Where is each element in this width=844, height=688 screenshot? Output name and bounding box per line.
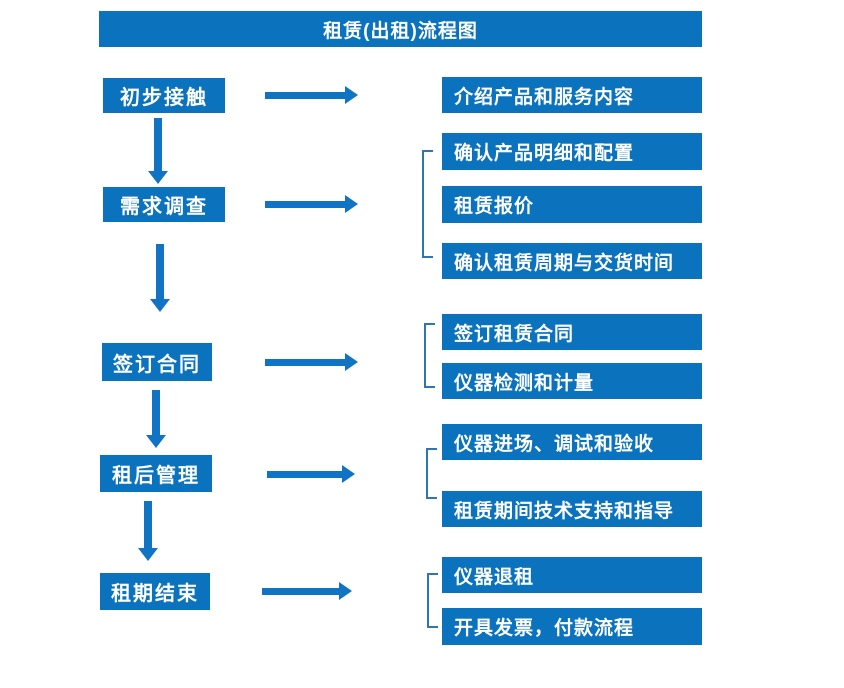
right-arrow-5-head [339, 582, 352, 600]
output-box-confirm-rental-period-delivery: 确认租赁周期与交货时间 [442, 243, 702, 279]
output-box-introduce-products-services: 介绍产品和服务内容 [442, 77, 702, 113]
down-arrow-2 [150, 244, 170, 312]
right-arrow-2 [265, 195, 358, 213]
step-box-rental-end: 租期结束 [100, 573, 210, 610]
down-arrow-2-stem [156, 244, 164, 299]
right-arrow-1-head [345, 86, 358, 104]
output-box-instrument-testing-metering: 仪器检测和计量 [442, 363, 702, 399]
down-arrow-4-head [138, 548, 158, 561]
right-arrow-4-stem [267, 470, 342, 478]
group-bracket-rental-end [427, 573, 438, 628]
group-bracket-demand-survey [422, 150, 433, 258]
down-arrow-3-head [146, 435, 166, 448]
down-arrow-1 [148, 118, 168, 184]
right-arrow-1 [265, 86, 358, 104]
right-arrow-4-head [342, 465, 355, 483]
output-box-technical-support-guidance: 租赁期间技术支持和指导 [442, 491, 702, 527]
diagram-title: 租赁(出租)流程图 [99, 11, 702, 47]
output-box-rental-quotation: 租赁报价 [442, 186, 702, 223]
right-arrow-4 [267, 465, 355, 483]
right-arrow-2-head [345, 195, 358, 213]
down-arrow-1-head [148, 171, 168, 184]
output-box-instrument-entry-debug-acceptance: 仪器进场、调试和验收 [442, 424, 702, 460]
right-arrow-1-stem [265, 91, 345, 99]
step-box-demand-survey: 需求调查 [103, 187, 225, 222]
down-arrow-4 [138, 501, 158, 561]
down-arrow-2-head [150, 299, 170, 312]
right-arrow-5-stem [262, 587, 339, 595]
output-box-sign-rental-contract: 签订租赁合同 [442, 314, 702, 350]
group-bracket-post-rental [426, 448, 437, 499]
output-box-confirm-product-details: 确认产品明细和配置 [442, 133, 702, 170]
right-arrow-3-stem [265, 358, 345, 366]
right-arrow-3 [265, 353, 358, 371]
down-arrow-1-stem [154, 118, 162, 171]
down-arrow-3 [146, 390, 166, 448]
output-box-instrument-return: 仪器退租 [442, 557, 702, 593]
step-box-initial-contact: 初步接触 [103, 78, 225, 113]
down-arrow-3-stem [152, 390, 160, 435]
step-box-sign-contract: 签订合同 [102, 343, 212, 381]
down-arrow-4-stem [144, 501, 152, 548]
group-bracket-sign-contract [424, 323, 435, 388]
right-arrow-5 [262, 582, 352, 600]
right-arrow-2-stem [265, 200, 345, 208]
output-box-invoice-payment-process: 开具发票，付款流程 [442, 608, 702, 645]
step-box-post-rental-management: 租后管理 [100, 455, 212, 492]
right-arrow-3-head [345, 353, 358, 371]
